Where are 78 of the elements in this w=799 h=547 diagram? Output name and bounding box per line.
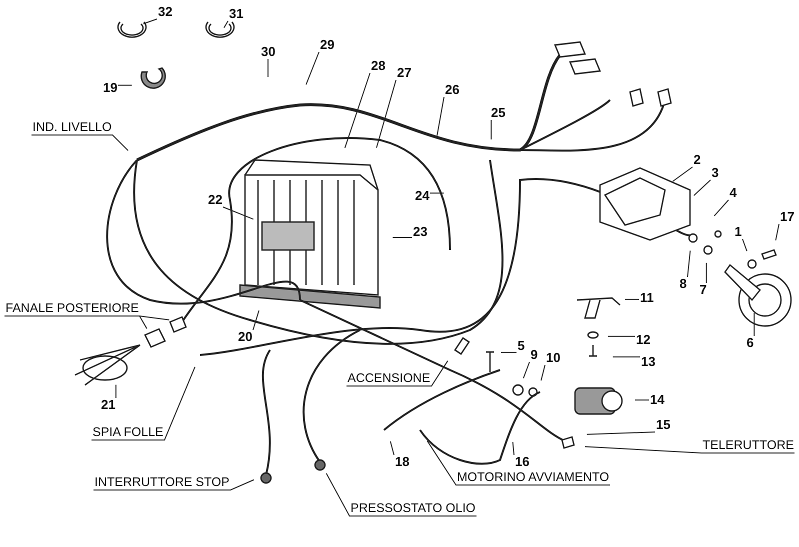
leader-line: [392, 236, 412, 238]
leader-line: [426, 440, 610, 486]
leader-line: [522, 362, 530, 379]
callout-number: 3: [710, 166, 720, 180]
leader-line: [512, 442, 514, 456]
leader-line: [540, 364, 546, 381]
leader-line: [775, 224, 780, 241]
callout-number: 21: [100, 398, 116, 412]
part-label: TELERUTTORE: [702, 438, 795, 452]
callout-number: 1: [734, 225, 743, 239]
leader-line: [306, 52, 320, 85]
callout-number: 28: [370, 59, 386, 73]
callout-number: 10: [545, 351, 562, 365]
callout-number: 23: [412, 225, 428, 239]
callout-number: 25: [490, 106, 506, 120]
part-label: MOTORINO AVVIAMENTO: [456, 470, 610, 484]
leader-line: [91, 366, 196, 440]
leader-line: [742, 238, 748, 252]
callout-number: 20: [237, 330, 254, 344]
callout-number: 8: [678, 277, 688, 291]
callout-number: 26: [444, 83, 460, 97]
leader-line: [118, 84, 132, 86]
callout-number: 15: [655, 418, 672, 432]
callout-number: 27: [396, 66, 412, 80]
leader-line: [693, 180, 711, 196]
callout-number: 32: [157, 5, 174, 19]
leader-line: [584, 446, 795, 454]
callout-number: 29: [319, 38, 336, 52]
callout-number: 24: [414, 189, 430, 203]
leader-line: [222, 206, 254, 220]
leader-line: [490, 120, 492, 140]
leader-line: [714, 200, 729, 216]
leader-line: [142, 18, 158, 24]
leader-line: [612, 356, 640, 358]
leader-line: [252, 310, 260, 330]
callout-number: 4: [728, 186, 738, 200]
callout-number: 22: [207, 193, 224, 207]
callout-number: 13: [640, 355, 656, 369]
callout-number: 14: [649, 393, 666, 407]
part-label: ACCENSIONE: [346, 371, 432, 385]
leader-line: [706, 262, 707, 284]
leader-line: [687, 250, 691, 278]
leader-line: [31, 134, 129, 152]
callout-number: 31: [228, 7, 244, 21]
part-label: FANALE POSTERIORE: [4, 301, 140, 315]
part-label: SPIA FOLLE: [92, 425, 164, 439]
leader-line: [586, 432, 656, 435]
part-label: PRESSOSTATO OLIO: [350, 501, 477, 515]
leader-line: [607, 336, 636, 337]
callout-number: 30: [260, 45, 276, 59]
leader-line: [376, 80, 396, 148]
callout-number: 2: [692, 153, 702, 167]
leader-line: [346, 360, 448, 386]
part-label: IND. LIVELLO: [32, 120, 113, 134]
callout-number: 6: [746, 336, 755, 350]
callout-number: 17: [779, 210, 796, 224]
leader-line: [500, 352, 517, 353]
leader-line: [4, 316, 170, 320]
leader-line: [754, 312, 755, 336]
leader-line: [624, 298, 640, 300]
callout-number: 5: [516, 339, 526, 353]
callout-number: 18: [394, 455, 410, 469]
callout-number: 12: [635, 333, 652, 347]
leader-line: [430, 192, 444, 194]
leader-line: [326, 472, 477, 516]
callout-number: 16: [514, 455, 530, 469]
leader-line: [93, 479, 254, 490]
callout-number: 7: [698, 283, 708, 297]
callout-number: 19: [102, 81, 118, 95]
leader-line: [672, 166, 693, 182]
leader-line: [436, 96, 444, 136]
leader-line: [115, 384, 116, 398]
callout-number: 9: [530, 348, 539, 362]
callout-number: 11: [639, 291, 655, 305]
leader-line: [223, 20, 228, 28]
part-label: INTERRUTTORE STOP: [94, 475, 230, 489]
leader-line: [390, 440, 394, 456]
leader-line: [344, 72, 370, 148]
